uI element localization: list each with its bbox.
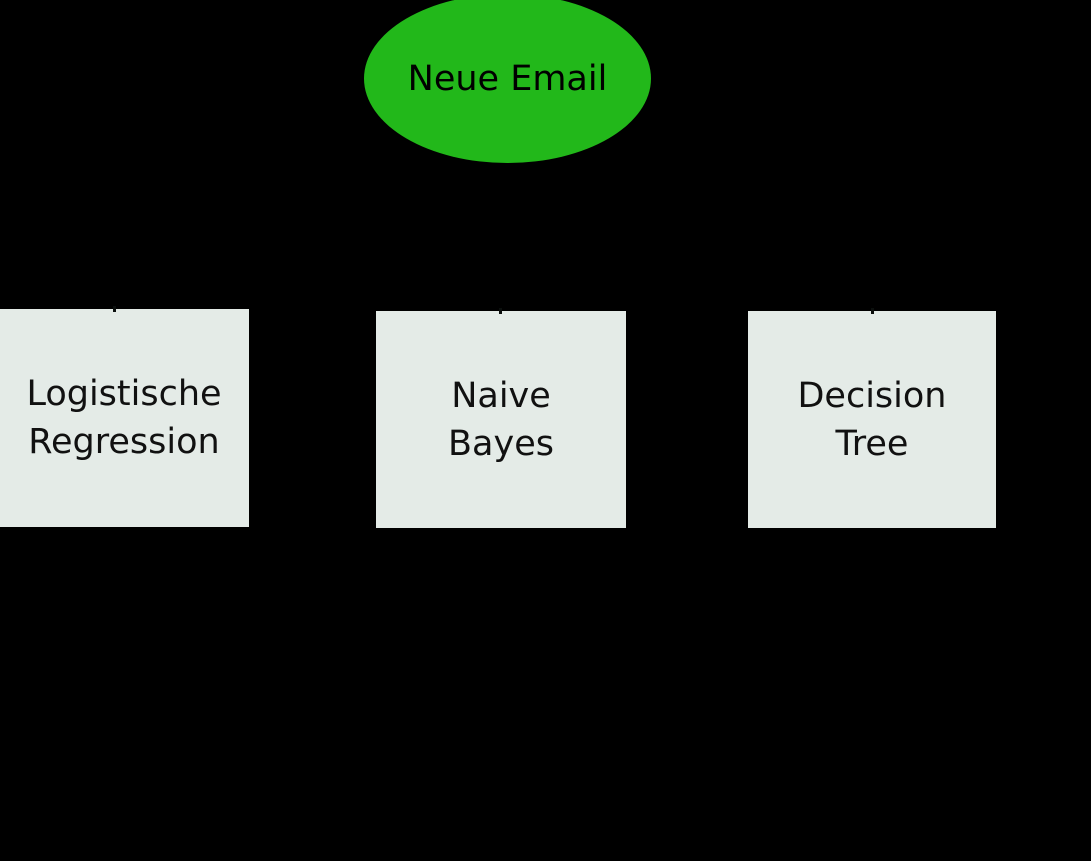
node-decision-tree[interactable]: Decision Tree — [748, 311, 996, 528]
edge-marker-logistische-regression — [113, 306, 116, 312]
node-logistische-regression-label: Logistische Regression — [26, 374, 222, 462]
node-naive-bayes-label: Naive Bayes — [448, 375, 554, 464]
edge-marker-naive-bayes — [499, 308, 502, 314]
node-naive-bayes[interactable]: Naive Bayes — [376, 311, 626, 528]
edge-to-logistische-regression — [113, 149, 461, 306]
node-logistische-regression[interactable]: Logistische Regression — [0, 309, 249, 527]
node-neue-email-label: Neue Email — [407, 58, 608, 99]
node-neue-email[interactable]: Neue Email — [364, 0, 651, 163]
node-decision-tree-label: Decision Tree — [797, 375, 947, 464]
edge-marker-decision-tree — [871, 308, 874, 314]
edge-to-decision-tree — [555, 149, 873, 308]
